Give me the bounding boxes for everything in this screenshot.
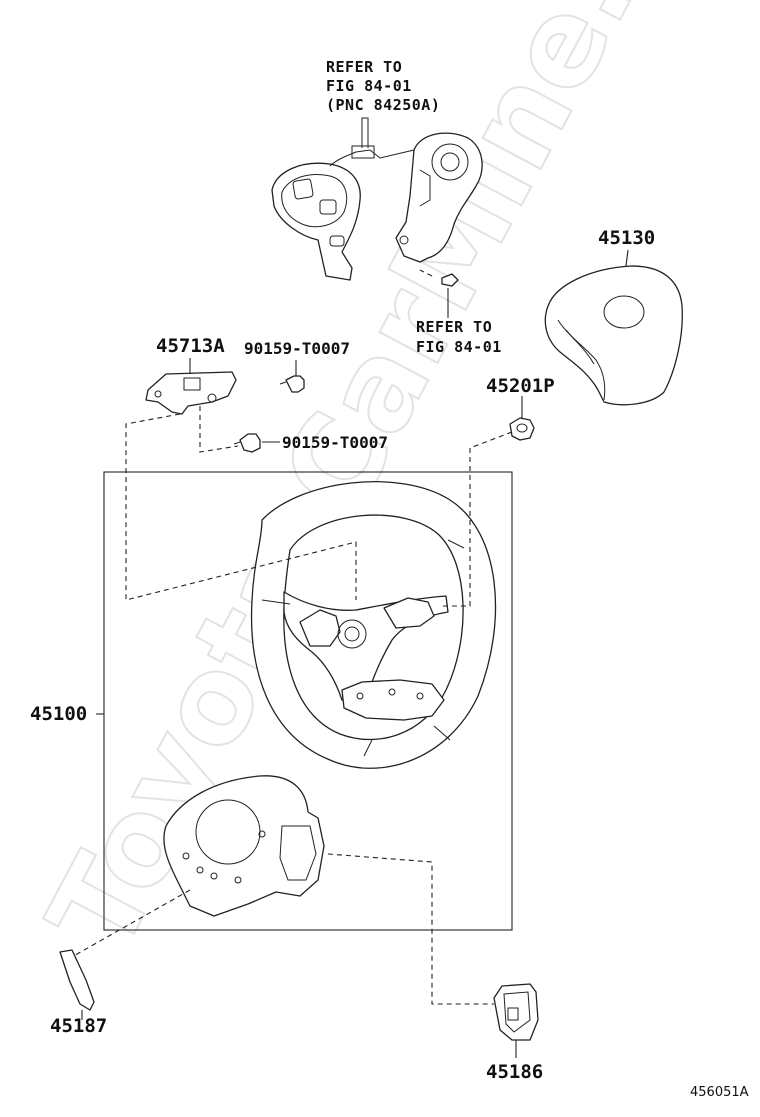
bracket-45713A[interactable]	[145, 358, 237, 415]
horn-pad-45130[interactable]	[544, 249, 683, 406]
figure-number: 456051A	[690, 1085, 749, 1100]
ref-mid-line1: REFER TO	[416, 318, 492, 336]
label-90159-bottom: 90159-T0007	[282, 433, 388, 452]
label-45187: 45187	[50, 1015, 107, 1037]
label-45201P: 45201P	[486, 375, 555, 397]
steering-switch-assembly[interactable]	[271, 117, 483, 318]
assembly-box-45100	[103, 471, 513, 931]
steering-wheel-45100[interactable]	[250, 481, 497, 769]
bolt-90159-bottom[interactable]	[233, 433, 280, 453]
ref-mid-line2: FIG 84-01	[416, 338, 502, 356]
steering-lower-cover[interactable]	[163, 775, 325, 917]
label-45186: 45186	[486, 1061, 543, 1083]
label-45100: 45100	[30, 703, 87, 725]
label-45130: 45130	[598, 227, 655, 249]
trim-strip-45187[interactable]	[59, 949, 95, 1020]
label-90159-top: 90159-T0007	[244, 339, 350, 358]
ref-top-line3: (PNC 84250A)	[326, 96, 440, 114]
ref-top-line1: REFER TO	[326, 58, 402, 76]
switch-bezel-45186[interactable]	[493, 983, 539, 1058]
bolt-90159-top[interactable]	[279, 360, 305, 393]
nut-45201P[interactable]	[509, 396, 535, 441]
label-45713A: 45713A	[156, 335, 225, 357]
ref-top-line2: FIG 84-01	[326, 77, 412, 95]
